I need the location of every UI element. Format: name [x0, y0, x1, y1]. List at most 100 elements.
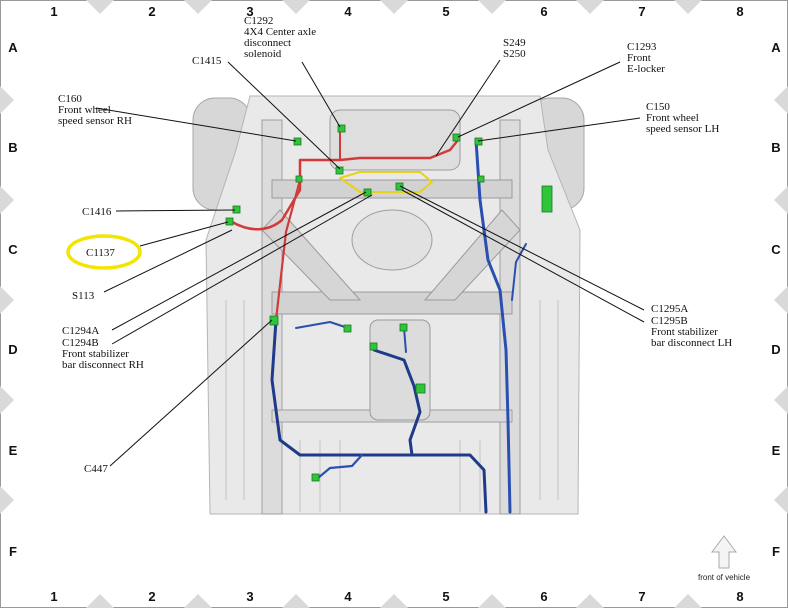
label-c1292-line1: C1292: [244, 15, 273, 27]
row-label-d: D: [771, 342, 780, 357]
row-label-f: F: [772, 544, 780, 559]
col-label-8: 8: [736, 589, 743, 604]
row-label-d: D: [8, 342, 17, 357]
border-chevron-top: [380, 0, 408, 14]
border-chevron-bottom: [282, 594, 310, 608]
leader-s249: [435, 59, 501, 157]
label-c1292: C1292 4X4 Center axle disconnect solenoi…: [244, 15, 319, 60]
label-c1295-line3: Front stabilizer: [651, 326, 718, 338]
border-chevron-top: [86, 0, 114, 14]
border-chevron-top: [282, 0, 310, 14]
connector-lh-fender[interactable]: [541, 185, 553, 213]
label-s113: S113: [72, 290, 95, 302]
label-c150: C150 Front wheel speed sensor LH: [646, 101, 719, 135]
label-c1295: C1295A C1295B Front stabilizer bar disco…: [651, 303, 732, 349]
border-chevron-top: [576, 0, 604, 14]
connector-e4[interactable]: [311, 473, 320, 482]
border-chevron-left: [0, 286, 14, 314]
connector-group: [225, 124, 553, 482]
engine-oil-pan: [351, 209, 433, 271]
border-chevron-right: [774, 186, 788, 214]
leader-c1293: [457, 61, 621, 138]
connector-c1292[interactable]: [337, 124, 346, 133]
harness-blue-d3: [295, 321, 349, 329]
connector-c447[interactable]: [269, 315, 279, 326]
label-c1293: C1293 Front E-locker: [627, 41, 665, 75]
connector-e5[interactable]: [415, 383, 426, 394]
label-c1292-line4: solenoid: [244, 48, 282, 60]
front-crossmember: [271, 179, 513, 199]
leader-c1415: [227, 61, 341, 170]
border-chevron-right: [774, 386, 788, 414]
column-labels-bottom: 1 2 3 4 5 6 7 8: [50, 589, 743, 604]
border-chevron-bottom: [674, 594, 702, 608]
border-chevron-left: [0, 486, 14, 514]
connector-c160[interactable]: [293, 137, 302, 146]
connector-d4-lower[interactable]: [369, 342, 378, 351]
connector-d5[interactable]: [399, 323, 408, 332]
connector-d4[interactable]: [343, 324, 352, 333]
front-of-vehicle-label: front of vehicle: [698, 573, 751, 582]
border-chevron-right: [774, 486, 788, 514]
col-label-4: 4: [344, 589, 352, 604]
harness-blue-main: [270, 318, 488, 514]
row-label-b: B: [8, 140, 17, 155]
label-c1294-line3: Front stabilizer: [62, 348, 129, 360]
label-c1292-line2: 4X4 Center axle: [244, 26, 316, 38]
leader-c1295b: [401, 189, 645, 323]
label-c160-line1: C160: [58, 93, 82, 105]
border-chevron-bottom: [184, 594, 212, 608]
col-label-3: 3: [246, 4, 253, 19]
leader-c1294b: [111, 194, 373, 345]
connector-b3[interactable]: [295, 175, 303, 183]
harness-blue-left-branch: [511, 243, 527, 301]
label-c1295-line4: bar disconnect LH: [651, 337, 732, 349]
harness-red-main: [230, 138, 460, 231]
leader-s113: [103, 229, 233, 293]
row-labels-left: A B C D E F: [8, 40, 18, 559]
label-c1295b: C1295B: [651, 315, 688, 327]
col-label-7: 7: [638, 4, 645, 19]
border-chevron-bottom: [478, 594, 506, 608]
label-c160-line2: Front wheel: [58, 104, 111, 116]
connector-c150[interactable]: [474, 137, 483, 146]
floor-ribs: [225, 300, 559, 512]
label-c150-line1: C150: [646, 101, 670, 113]
connector-b5[interactable]: [477, 175, 485, 183]
leader-c150: [477, 117, 641, 142]
label-c1415-line1: C1415: [192, 55, 222, 67]
connector-c1137[interactable]: [225, 217, 234, 226]
transmission: [369, 319, 431, 421]
leader-c1416: [115, 209, 236, 212]
row-label-f: F: [9, 544, 17, 559]
label-c1137: C1137: [86, 247, 115, 259]
border-chevron-right: [774, 86, 788, 114]
label-c1416: C1416: [82, 206, 112, 218]
border-chevron-left: [0, 186, 14, 214]
row-label-a: A: [771, 40, 781, 55]
front-arrow-icon: [711, 535, 737, 569]
lower-control-arm-left: [423, 209, 521, 301]
border-chevron-left: [0, 386, 14, 414]
connector-c1293[interactable]: [452, 133, 461, 142]
connector-c1294[interactable]: [363, 188, 372, 197]
leader-c1294a: [111, 191, 367, 331]
row-label-b: B: [771, 140, 780, 155]
label-c447: C447: [84, 463, 108, 475]
label-c150-line3: speed sensor LH: [646, 123, 719, 135]
border-chevron-bottom: [380, 594, 408, 608]
col-label-1: 1: [50, 4, 57, 19]
label-s249: S249: [503, 37, 526, 49]
connector-c1415[interactable]: [335, 166, 344, 175]
harness-blue-center-top: [403, 327, 407, 353]
harness-red-branch: [274, 178, 302, 322]
label-c1295a: C1295A: [651, 303, 688, 315]
connector-c1416[interactable]: [232, 205, 241, 214]
leader-c447: [109, 319, 273, 467]
border-chevron-right: [774, 286, 788, 314]
connector-c1295[interactable]: [395, 182, 404, 191]
border-chevron-bottom: [576, 594, 604, 608]
col-label-5: 5: [442, 4, 449, 19]
